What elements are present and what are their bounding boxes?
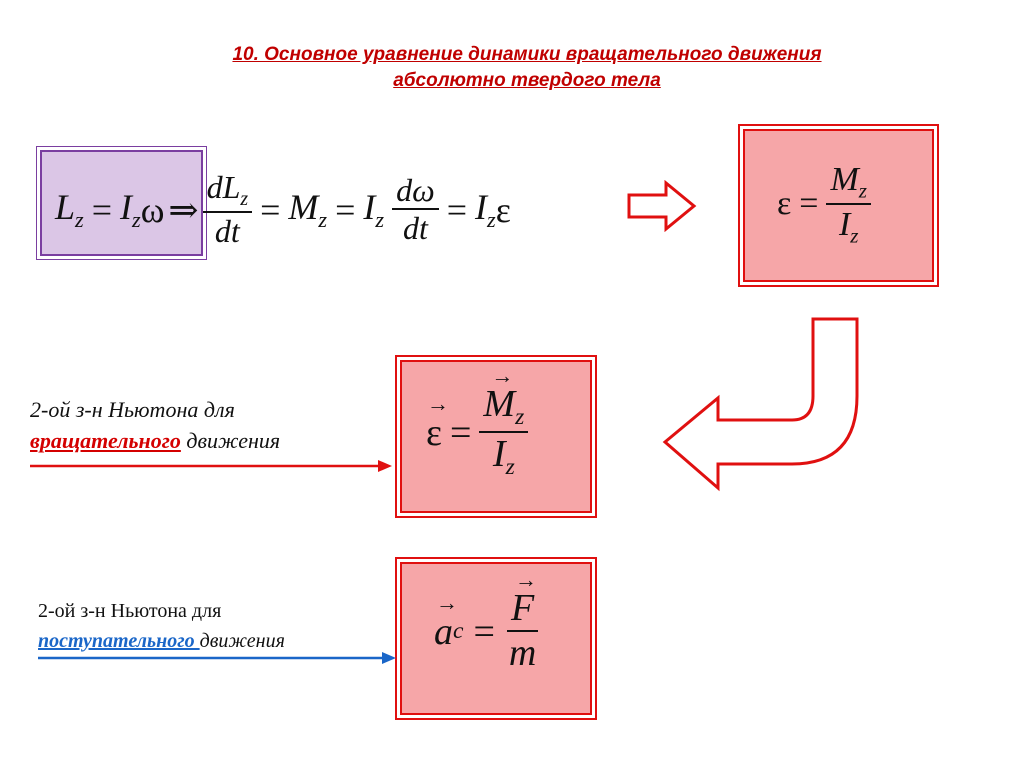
red-pointer-arrow (30, 460, 392, 472)
fraction-Mz-Iz: Mz Iz (826, 161, 871, 247)
note-rotational-highlight: вращательного (30, 428, 181, 453)
note-translational-rest: движения (199, 630, 285, 652)
eq-sign: = (91, 189, 113, 230)
eq-Iz-3: Iz (475, 187, 496, 233)
note-rotational: 2-ой з-н Ньютона для вращательного движе… (30, 394, 280, 456)
fraction-F-m: F → m (507, 567, 539, 674)
blue-pointer-arrow (38, 652, 396, 664)
note-rotational-line1: 2-ой з-н Ньютона для (30, 397, 235, 422)
note-translational-line1: 2-ой з-н Ньютона для (38, 600, 222, 622)
eq-epsilon: ε (495, 189, 511, 230)
newton-translational-box: a → c = F → m (395, 557, 597, 720)
fraction-dLz-dt: dLz dt (202, 169, 253, 250)
epsilon-symbol: ε (777, 185, 792, 223)
angular-momentum-highlight-box (36, 146, 207, 260)
curved-turn-arrow (662, 317, 859, 492)
epsilon-formula-box: ε = Mz Iz (738, 124, 939, 287)
fraction-domega-dt: dω dt (392, 172, 439, 247)
implies-symbol: ⇒ (168, 189, 199, 230)
right-block-arrow (627, 180, 697, 232)
eq-Lz: Lz (55, 187, 84, 233)
eq-Iz-2: Iz (363, 187, 385, 233)
eq-Mz: Mz (288, 187, 328, 233)
note-rotational-rest: движения (180, 428, 281, 453)
note-translational: 2-ой з-н Ньютона для поступательного дви… (38, 596, 285, 656)
slide-title: 10. Основное уравнение динамики вращател… (0, 42, 1024, 94)
main-equation: Lz = Iz ω ⇒ dLz dt = Mz = Iz dω dt = Iz … (55, 169, 511, 250)
vector-epsilon-formula-box: ε → = M → z Iz (395, 355, 597, 518)
fraction-vecMz-Iz: M → z Iz (479, 363, 529, 481)
eq-Iz: Iz (120, 187, 141, 233)
vector-epsilon: ε → (426, 390, 449, 454)
title-line-1: 10. Основное уравнение динамики вращател… (232, 44, 822, 65)
vector-a: a → (434, 589, 458, 653)
title-line-2: абсолютно твердого тела (393, 70, 661, 91)
eq-omega: ω (140, 189, 165, 230)
note-translational-highlight: поступательного (38, 630, 200, 652)
